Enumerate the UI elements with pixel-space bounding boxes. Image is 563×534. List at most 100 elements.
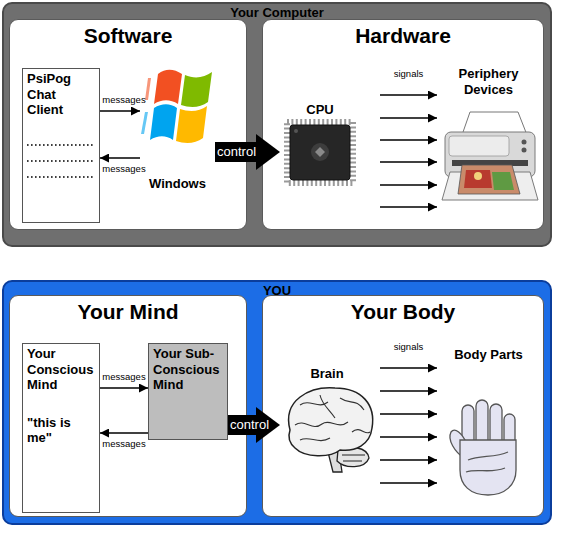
printer-art-shape bbox=[449, 136, 509, 156]
edge-label: messages bbox=[102, 438, 145, 449]
edge-label: messages bbox=[102, 371, 145, 382]
edge-label-holder: signals bbox=[394, 68, 424, 79]
arrow-line bbox=[380, 459, 437, 461]
section-heading: Your Body bbox=[263, 299, 543, 324]
message-arrow bbox=[380, 95, 437, 96]
printer-art-shape bbox=[492, 172, 514, 190]
message-arrow bbox=[380, 162, 437, 163]
windows-logo-art-shape bbox=[150, 104, 177, 140]
message-arrow bbox=[380, 414, 437, 415]
edge-label: signals bbox=[394, 341, 424, 352]
message-arrow bbox=[380, 437, 437, 438]
message-arrow bbox=[380, 391, 437, 392]
edge-label-holder: messages bbox=[102, 438, 145, 449]
message-arrow bbox=[380, 368, 437, 369]
printer-art bbox=[442, 112, 538, 200]
cpu-chip-art-shape bbox=[290, 125, 350, 180]
brain-art-shape-shape bbox=[320, 395, 335, 418]
windows-logo-art-shape bbox=[181, 72, 212, 107]
cpu-chip-art-shape bbox=[294, 129, 298, 133]
cpu-chip-art bbox=[287, 122, 353, 183]
dotted-lines-shape bbox=[27, 160, 93, 162]
arrow-line bbox=[380, 390, 437, 392]
windows-logo-art-shape bbox=[154, 70, 182, 104]
edge-label: messages bbox=[102, 163, 145, 174]
arrow-head bbox=[256, 134, 280, 170]
hand-art-shape bbox=[460, 440, 516, 495]
quote-text: "this is me" bbox=[27, 415, 95, 446]
section-heading: Software bbox=[10, 23, 246, 48]
printer-art-shape bbox=[464, 170, 492, 188]
arrow-label: control bbox=[230, 417, 269, 433]
icon-label: Brain bbox=[282, 366, 372, 382]
section-heading: Your Mind bbox=[10, 299, 246, 324]
arrow-line bbox=[380, 206, 437, 208]
message-arrow bbox=[380, 207, 437, 208]
message-arrow bbox=[100, 388, 148, 389]
hand-art-shape bbox=[468, 452, 508, 460]
message-arrow bbox=[100, 158, 140, 159]
arrow-line bbox=[100, 387, 148, 389]
arrow-line bbox=[380, 94, 437, 96]
icon-label: CPU bbox=[285, 102, 355, 118]
message-arrow bbox=[100, 111, 140, 112]
windows-logo-art-shape bbox=[145, 78, 151, 100]
edge-label: messages bbox=[102, 94, 145, 105]
edge-label: signals bbox=[394, 68, 424, 79]
control-arrow bbox=[228, 407, 280, 443]
arrow-line bbox=[380, 436, 437, 438]
printer-art-shape bbox=[474, 172, 482, 180]
arrow-label: control bbox=[217, 144, 256, 160]
dotted-lines-shape bbox=[27, 176, 93, 178]
arrow-line bbox=[100, 432, 148, 434]
icon-label: Periphery Devices bbox=[437, 66, 540, 97]
section-box: SoftwarePsiPog Chat ClientWindows bbox=[9, 19, 247, 230]
hand-art bbox=[450, 400, 516, 495]
windows-logo-art-shape bbox=[176, 106, 207, 143]
brain-art bbox=[289, 388, 373, 472]
edge-label-holder: messages bbox=[102, 163, 145, 174]
message-arrow bbox=[100, 433, 148, 434]
brain-art-shape bbox=[289, 388, 373, 456]
icon-label: Windows bbox=[140, 176, 215, 192]
panel-title: YOU bbox=[4, 283, 550, 299]
cpu-chip-art-shape bbox=[287, 122, 353, 183]
cpu-chip-art-shape bbox=[311, 143, 329, 161]
arrow-line bbox=[100, 110, 140, 112]
edge-label-holder: messages bbox=[102, 94, 145, 105]
arrow-line bbox=[380, 482, 437, 484]
box-label: Your Sub-Conscious Mind bbox=[153, 346, 223, 393]
message-arrow bbox=[380, 140, 437, 141]
brain-art-shape bbox=[295, 395, 370, 461]
arrow-line bbox=[380, 139, 437, 141]
brain-art-shape-shape bbox=[300, 438, 330, 441]
brain-art-shape-shape bbox=[342, 454, 365, 455]
edge-label-holder: control bbox=[230, 417, 269, 433]
printer-art-shape bbox=[522, 140, 527, 145]
printer-art-shape bbox=[458, 165, 520, 194]
message-arrow bbox=[380, 483, 437, 484]
arrow-line bbox=[380, 117, 437, 119]
brain-art-shape-shape bbox=[352, 430, 370, 433]
printer-art-shape bbox=[522, 148, 527, 153]
brain-art-shape-shape bbox=[340, 398, 364, 410]
dotted-lines bbox=[27, 145, 93, 177]
arrow-body bbox=[215, 142, 256, 162]
icon-label: Body Parts bbox=[437, 347, 540, 363]
arrow-line bbox=[380, 413, 437, 415]
arrow-line bbox=[380, 184, 437, 186]
cpu-chip-art-shape bbox=[315, 147, 325, 157]
mind-box: Your Sub-Conscious Mind bbox=[148, 343, 228, 440]
section-box: Your MindYour Conscious Mind "this is me"… bbox=[9, 295, 247, 517]
hand-art-shape bbox=[466, 468, 505, 472]
brain-art-shape-shape bbox=[343, 460, 362, 461]
box-label: Your Conscious Mind bbox=[27, 346, 95, 393]
dotted-lines-shape bbox=[27, 144, 93, 146]
brain-art-shape-shape bbox=[295, 422, 348, 427]
windows-logo-art bbox=[141, 70, 212, 143]
message-arrow bbox=[380, 118, 437, 119]
arrow-line bbox=[380, 161, 437, 163]
section-heading: Hardware bbox=[263, 23, 543, 48]
mind-box: Your Conscious Mind "this is me" bbox=[22, 343, 100, 513]
windows-logo-art-shape bbox=[141, 112, 148, 134]
